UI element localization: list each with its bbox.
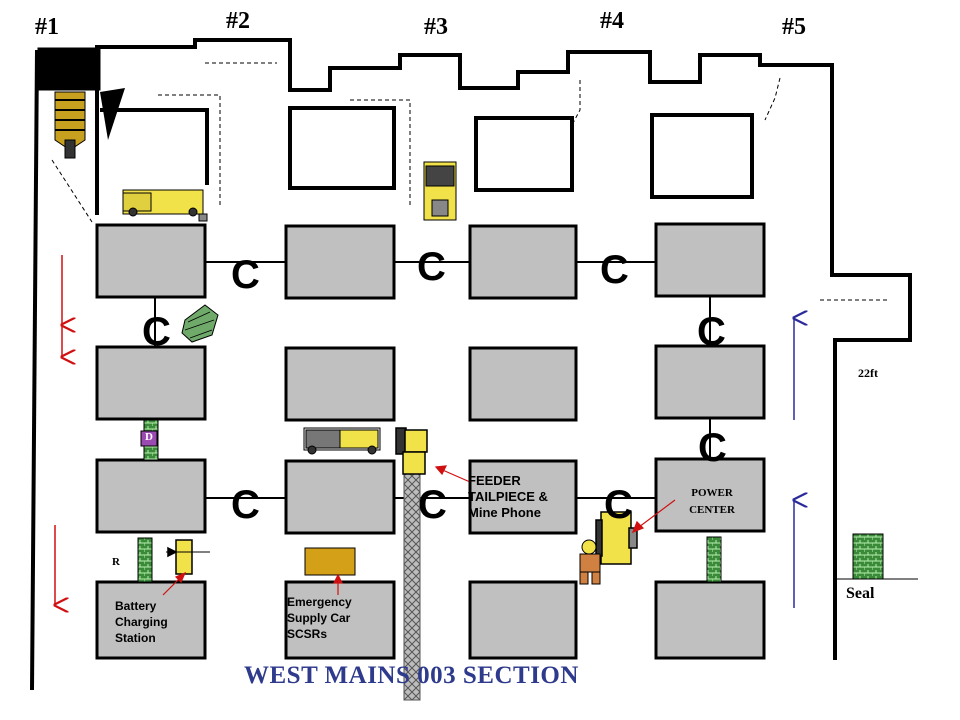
curtain-mark: C	[417, 245, 446, 289]
emergency-supply-label: Emergency Supply Car SCSRs	[287, 595, 352, 641]
intake-arrows	[55, 255, 62, 605]
entry-label-3: #3	[424, 14, 448, 40]
entry-label-5: #5	[782, 14, 806, 40]
power-center-label: POWER CENTER	[689, 487, 735, 516]
roof-bolter-icon	[122, 189, 208, 222]
curtain-lines	[154, 261, 711, 499]
curtain-mark: C	[604, 483, 633, 527]
door-label: D	[145, 431, 153, 443]
entry-label-1: #1	[35, 14, 59, 40]
curtain-mark: C	[600, 248, 629, 292]
seal-label: Seal	[846, 585, 875, 602]
continuous-miner-icon	[37, 47, 101, 159]
curtain-mark: C	[697, 310, 726, 354]
scoop-icon	[423, 161, 457, 221]
entry-label-2: #2	[226, 8, 250, 34]
shuttle-car-icon	[303, 427, 381, 455]
curtain-mark: C	[231, 483, 260, 527]
power-center-icon	[595, 511, 638, 565]
feeder-label: FEEDER TAILPIECE & Mine Phone	[468, 473, 548, 520]
feeder-icon	[395, 427, 428, 475]
curtain-mark: C	[418, 483, 447, 527]
check-curtain-icon	[181, 304, 219, 343]
curtain-mark: C	[142, 310, 171, 354]
battery-station-label: Battery Charging Station	[115, 599, 168, 645]
refuge-label: R	[112, 556, 120, 568]
section-title: WEST MAINS 003 SECTION	[244, 662, 579, 689]
dashed-lines	[51, 62, 890, 301]
battery-charger-icon	[166, 539, 210, 575]
callout-arrows	[162, 465, 676, 596]
curtain-mark: C	[698, 426, 727, 470]
miner-person-icon	[579, 539, 601, 585]
emergency-supply-car-icon	[304, 547, 356, 576]
door-icon	[140, 430, 158, 447]
pillars	[95, 222, 766, 660]
curtain-mark: C	[231, 253, 260, 297]
fan-icon	[100, 88, 125, 140]
distance-label: 22ft	[858, 366, 878, 380]
upper-pillars	[100, 106, 754, 199]
entry-label-4: #4	[600, 8, 624, 34]
rib-lines	[30, 38, 912, 691]
